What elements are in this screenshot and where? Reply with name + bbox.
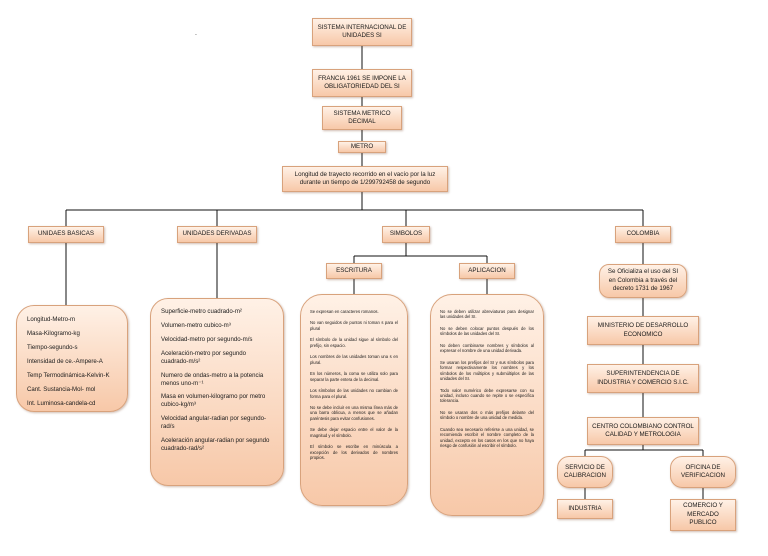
derivadas-list: Superficie-metro cuadrado-m² Volumen-met… [150,298,284,486]
list-item: No se usaran dos o más prefijos delante … [440,409,534,421]
ministerio-node: MINISTERIO DE DESARROLLO ECONOMICO [587,316,699,345]
list-item: El símbolo de la unidad sigue al símbolo… [310,337,398,348]
aplicacion-header: APLICACION [459,263,515,279]
colombia-header: COLOMBIA [615,226,671,243]
list-item: No deben combinarse nombres y símbolos a… [440,342,534,354]
metro-node: METRO [338,141,386,153]
escritura-list: Se expresan en caracteres romanos. No va… [300,294,408,506]
list-item: Longitud-Metro-m [27,316,76,323]
list-item: En los números, la coma se utiliza solo … [310,371,398,382]
list-item: Cant. Sustancia-Mol- mol [27,385,96,393]
superintendencia-node: SUPERINTENDENCIA DE INDUSTRIA Y COMERCIO… [587,364,699,393]
list-item: Se usaran los prefijos del SI y sus símb… [440,359,534,382]
list-item: Aceleración angular-radian por segundo c… [161,437,270,453]
decreto-node: Se Oficializa el uso del SI en Colombia … [599,264,687,298]
list-item: Se debe dejar espacio entre el valor de … [310,427,398,438]
list-item: Tiempo-segundo-s [27,343,78,351]
list-item: Los símbolos de las unidades no cambian … [310,388,398,399]
list-item: No van seguidos de puntos ni toman s par… [310,320,398,331]
list-item: Numero de ondas-metro a la potencia meno… [161,371,264,387]
list-item: Velocidad angular-radian por segundo-rad… [161,415,267,431]
sistema-metrico-node: SISTEMA METRICO DECIMAL [322,106,402,130]
francia-node: FRANCIA 1961 SE IMPONE LA OBLIGATORIEDAD… [312,69,412,97]
list-item: Masa en volumen-kilogramo por metro cubi… [161,393,266,409]
list-item: Masa-Kilogramo-kg [27,329,80,337]
list-item: Todo valor numérico debe expresarse con … [440,387,534,404]
stray-dot: . [195,30,197,37]
list-item: El símbolo se escribe en minúscula a exc… [310,444,398,461]
list-item: Intensidad de ce.-Ampere-A [27,357,103,365]
list-item: Los nombres de las unidades toman una s … [310,354,398,365]
list-item: Se expresan en caracteres romanos. [310,309,379,314]
servicio-calibracion-node: SERVICIO DE CALIBRACION [557,456,613,488]
list-item: No se deben utilizar abreviaturas para d… [440,309,534,320]
list-item: Int. Luminosa-candela-cd [27,399,96,407]
list-item: Aceleración-metro por segundo cuadrado-m… [161,349,247,365]
oficina-verificacion-node: OFICINA DE VERIFICACION [670,456,736,488]
list-item: Volumen-metro cubico-m³ [161,321,231,329]
simbolos-header: SIMBOLOS [382,226,430,243]
derivadas-header: UNIDADES DERIVADAS [177,226,257,243]
list-item: No se deben colocar puntos después de lo… [440,325,534,337]
escritura-header: ESCRITURA [326,263,382,279]
metro-definition-node: Longitud de trayecto recorrido en el vac… [282,166,448,192]
basicas-header: UNIDAES BASICAS [28,226,104,243]
list-item: Temp Termodinámica-Kelvin-K [27,371,110,379]
list-item: Superficie-metro cuadrado-m² [161,308,242,315]
list-item: Velocidad-metro por segundo-m/s [161,335,253,343]
basicas-list: Longitud-Metro-m Masa-Kilogramo-kg Tiemp… [16,305,128,412]
title-node: SISTEMA INTERNACIONAL DE UNIDADES SI [312,18,412,46]
centro-node: CENTRO COLOMBIANO CONTROL CALIDAD Y METR… [587,417,699,445]
industria-node: INDUSTRIA [557,499,613,519]
comercio-node: COMERCIO Y MERCADO PUBLICO [670,499,736,531]
aplicacion-list: No se deben utilizar abreviaturas para d… [430,294,544,516]
list-item: Cuando sea necesario referirse a una uni… [440,426,534,449]
list-item: No se debe incluir en una misma línea má… [310,404,398,421]
